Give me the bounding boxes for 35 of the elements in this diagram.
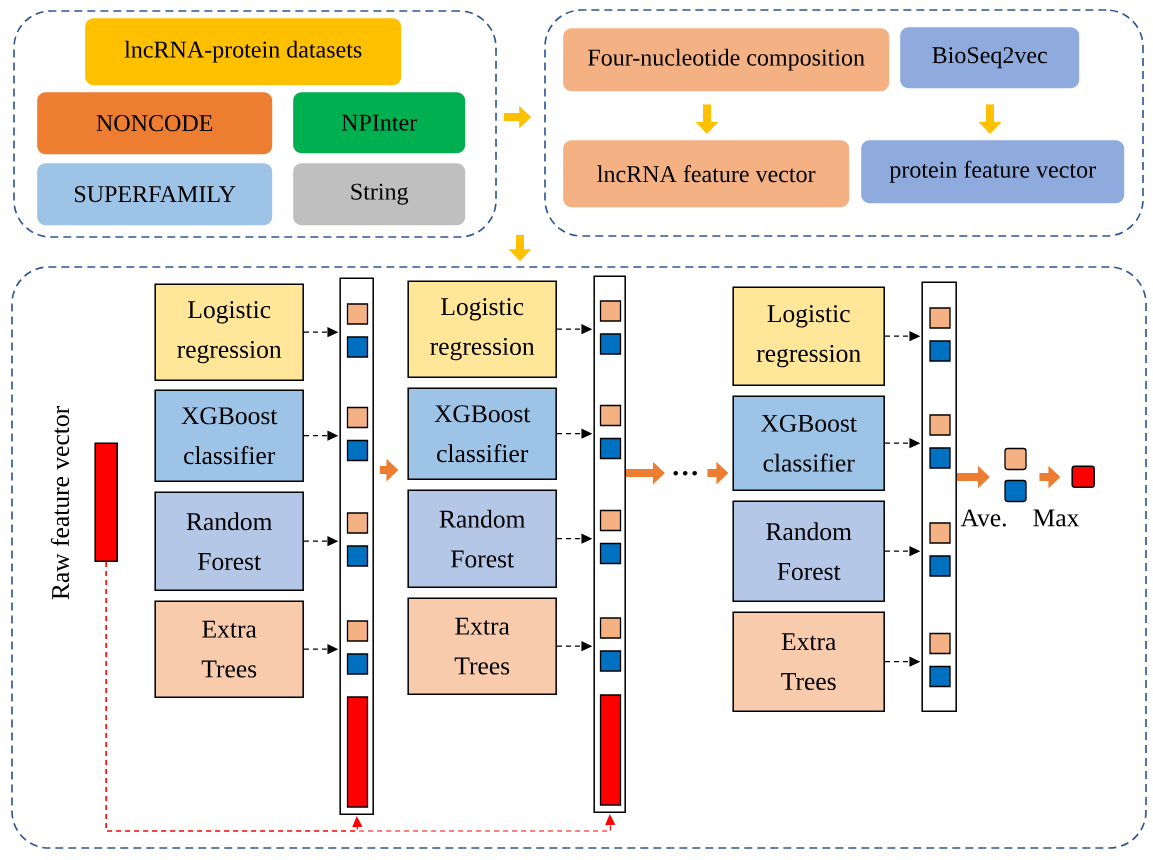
classifier-box: Extra Trees — [407, 597, 557, 695]
rounded-box: String — [293, 163, 466, 226]
max-square — [1071, 465, 1095, 488]
rounded-box: NONCODE — [37, 92, 273, 155]
classifier-box: Logistic regression — [154, 283, 304, 381]
rounded-box: NPInter — [293, 92, 466, 154]
vector-column — [921, 281, 957, 712]
dashed-panel — [11, 266, 1147, 849]
arrow — [105, 561, 616, 832]
rounded-box: lncRNA feature vector — [563, 140, 850, 208]
classifier-box: Logistic regression — [407, 280, 557, 378]
side-label: Raw feature vector — [50, 406, 70, 600]
classifier-box: XGBoost classifier — [154, 389, 304, 482]
side-label: Max — [1033, 509, 1080, 527]
side-label: Ave. — [960, 509, 1006, 527]
rounded-box: Four-nucleotide composition — [563, 28, 890, 92]
score-squares — [1004, 447, 1027, 503]
classifier-box: Random Forest — [154, 491, 304, 591]
classifier-box: Extra Trees — [732, 611, 885, 712]
classifier-box: Random Forest — [407, 489, 557, 588]
dashed-panel — [13, 10, 497, 238]
classifier-box: Logistic regression — [732, 286, 885, 386]
classifier-box: Random Forest — [732, 500, 885, 602]
rounded-box: lncRNA-protein datasets — [85, 18, 402, 86]
dashed-panel — [544, 9, 1144, 237]
classifier-box: XGBoost classifier — [732, 395, 885, 491]
classifier-box: Extra Trees — [154, 600, 304, 698]
rounded-box: protein feature vector — [861, 140, 1125, 204]
ellipsis: … — [673, 470, 697, 476]
vector-column — [339, 277, 374, 815]
feature-vector-bar — [94, 442, 118, 562]
classifier-box: XGBoost classifier — [407, 387, 557, 480]
vector-column — [593, 275, 626, 813]
rounded-box: SUPERFAMILY — [37, 163, 273, 226]
rounded-box: BioSeq2vec — [900, 27, 1080, 89]
